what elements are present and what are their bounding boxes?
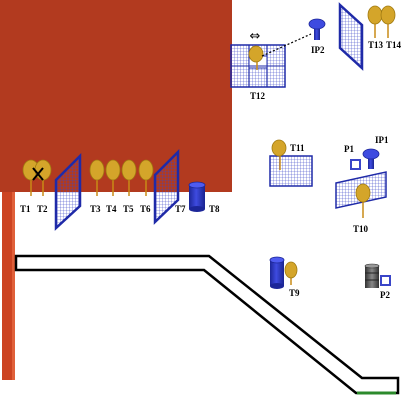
tree-t4 xyxy=(105,159,121,196)
grid-panel-1 xyxy=(54,152,82,231)
sensor-ip1-icon xyxy=(362,148,380,169)
grid-panel-3 xyxy=(338,2,364,71)
sensor-ip2-icon xyxy=(308,18,326,40)
tree-t3 xyxy=(89,159,105,196)
label-t13: T13 xyxy=(368,40,384,50)
label-t2: T2 xyxy=(37,204,48,214)
tree-t11 xyxy=(271,139,287,170)
link-dotted-line xyxy=(261,33,312,57)
label-t7: T7 xyxy=(175,204,186,214)
path-track xyxy=(14,254,400,395)
label-t12: T12 xyxy=(250,91,266,101)
grid-structure-t12 xyxy=(230,44,286,88)
label-ip2: IP2 xyxy=(311,45,325,55)
cylinder-t8 xyxy=(188,181,206,212)
tree-t10 xyxy=(355,183,371,218)
label-t1: T1 xyxy=(20,204,31,214)
label-t14: T14 xyxy=(386,40,401,50)
wall-block xyxy=(0,0,232,192)
label-t9: T9 xyxy=(289,288,300,298)
double-arrow-icon: ⇔ xyxy=(250,29,261,44)
cylinder-t9 xyxy=(269,256,285,289)
barrel-icon xyxy=(364,263,380,288)
tree-t6 xyxy=(138,159,154,196)
grid-box-t11 xyxy=(269,155,313,187)
tree-t13 xyxy=(367,5,383,38)
tree-t14 xyxy=(380,5,396,38)
tree-t9 xyxy=(284,261,298,285)
marker-p2-icon xyxy=(380,275,391,286)
label-t4: T4 xyxy=(106,204,117,214)
tree-t12 xyxy=(248,45,264,70)
label-t6: T6 xyxy=(140,204,151,214)
label-p1: P1 xyxy=(344,144,354,154)
label-p2: P2 xyxy=(380,290,390,300)
label-t5: T5 xyxy=(123,204,134,214)
wall-post xyxy=(2,192,14,380)
grid-panel-2 xyxy=(153,148,180,225)
label-t10: T10 xyxy=(353,224,369,234)
marker-p1-icon xyxy=(350,159,361,170)
tree-t5 xyxy=(121,159,137,196)
label-t11: T11 xyxy=(290,143,305,153)
removed-x-icon xyxy=(32,167,44,181)
label-t3: T3 xyxy=(90,204,101,214)
wall-post-edge xyxy=(12,192,15,380)
label-ip1: IP1 xyxy=(375,135,389,145)
label-t8: T8 xyxy=(209,204,220,214)
